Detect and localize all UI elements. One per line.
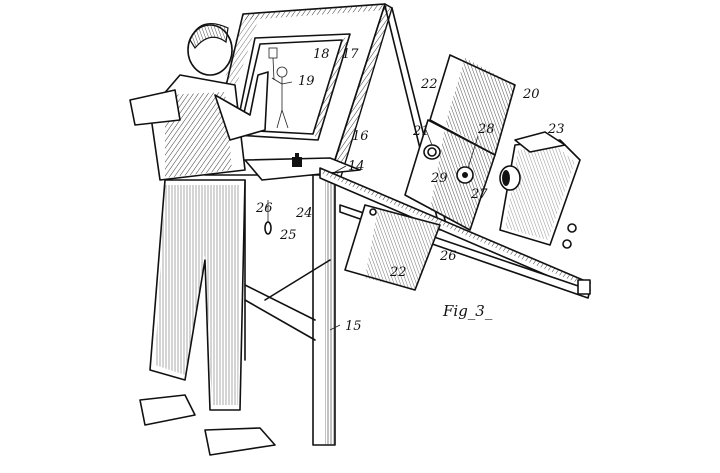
ref-18: 18 [313,47,330,62]
ref-14: 14 [348,159,365,174]
ref-19: 19 [298,74,315,89]
ref-23: 23 [547,122,565,137]
ref-25: 25 [279,228,297,243]
ref-28: 28 [477,122,495,137]
figure-label: Fig_3_ [442,302,493,320]
ref-27: 27 [470,187,488,202]
reference-numerals: 15 14 16 17 18 19 20 21 22 22 23 24 25 2… [255,47,565,334]
ref-15: 15 [345,319,362,334]
inkwell [292,153,302,167]
hook-25 [264,200,272,235]
ref-24: 24 [295,206,313,221]
projector-assembly [404,54,581,249]
table [244,157,361,446]
man-figure [129,22,276,456]
leader-lines [329,129,479,331]
ref-17: 17 [342,47,359,62]
ref-26-right: 26 [439,249,457,264]
ref-22-upper: 22 [420,77,438,92]
ref-22-lower: 22 [389,265,407,280]
lower-housing-22 [344,204,441,291]
ref-16: 16 [352,129,369,144]
ref-20: 20 [522,87,540,102]
ref-21: 21 [412,124,430,139]
ref-26-left: 26 [255,201,273,216]
projector-beam [319,167,591,299]
ref-29: 29 [430,171,448,186]
traced-figure [268,47,293,129]
